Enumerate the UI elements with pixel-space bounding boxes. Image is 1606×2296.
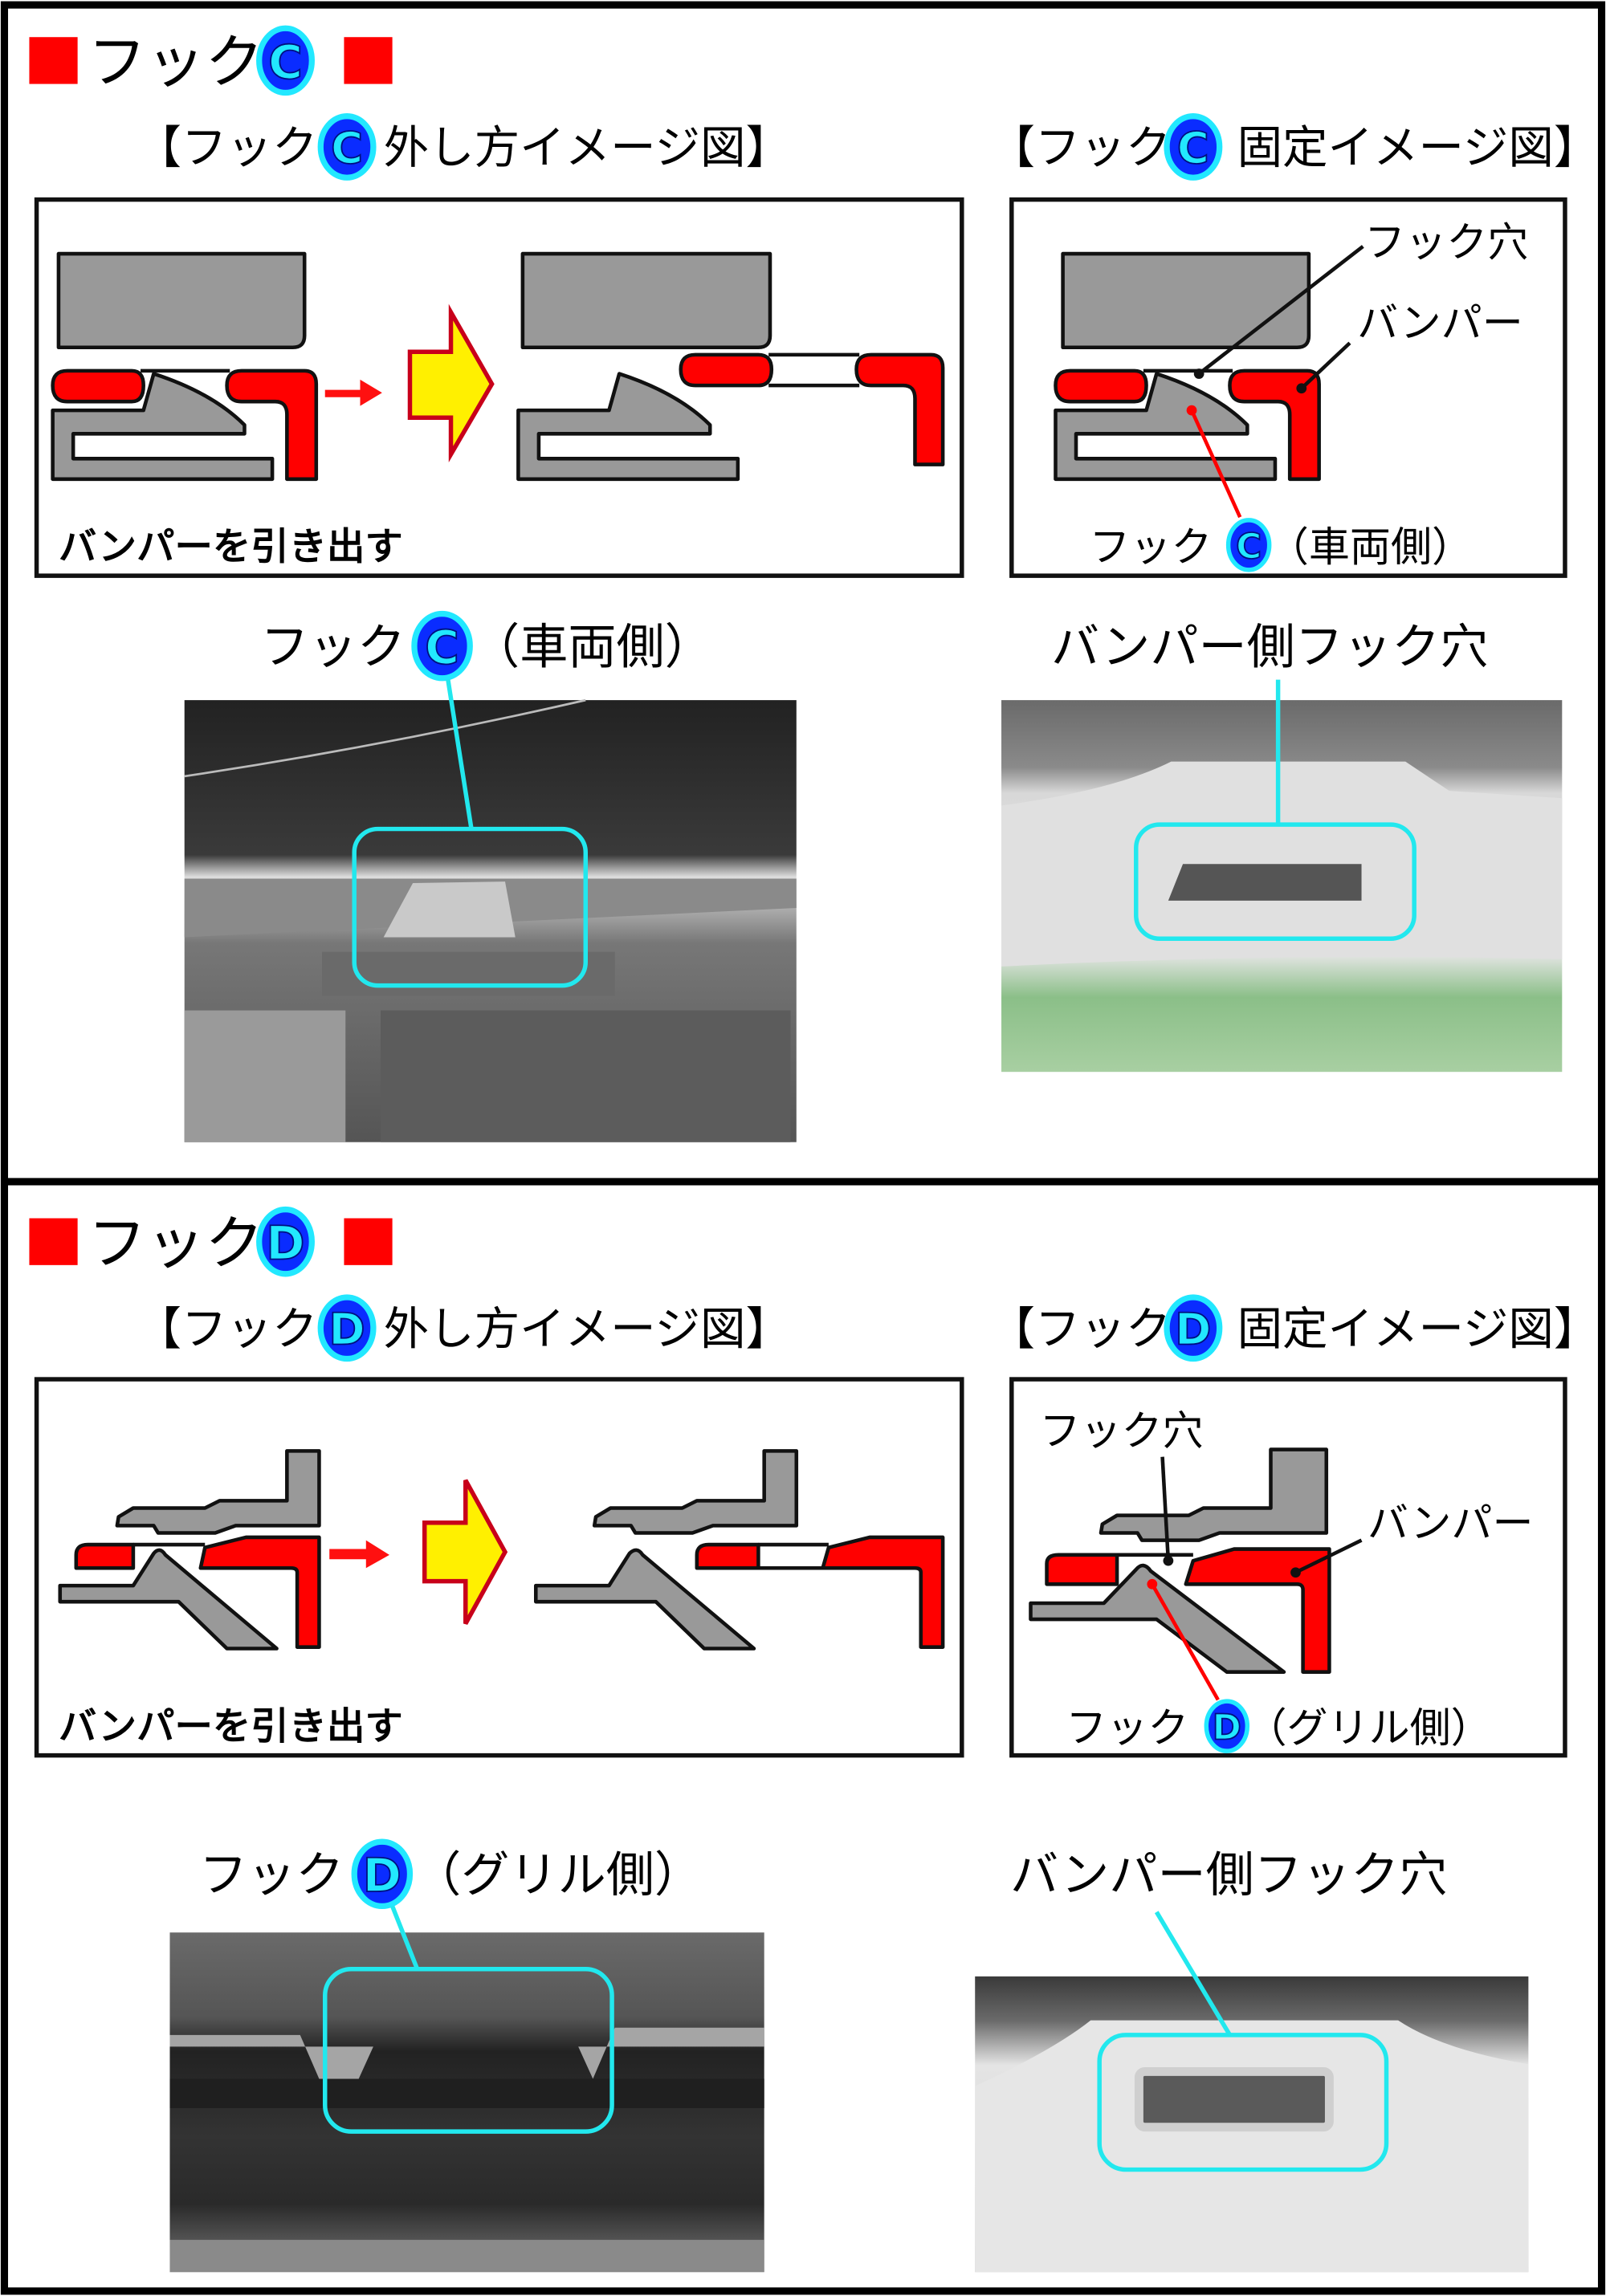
state-before: [51, 251, 319, 482]
label-hook-hole: フック穴: [1364, 220, 1528, 267]
section-title: フック: [88, 1210, 263, 1278]
callout-box: [1097, 2033, 1389, 2172]
removal-caption: バンパーを引き出す: [59, 1705, 403, 1749]
photo-left-caption: フック: [261, 620, 406, 676]
pull-direction-arrow-icon: [329, 1540, 389, 1569]
callout-line: [1154, 1911, 1232, 2037]
section-hook-d: フック D 【フック D 外し方イメージ図】 【フック D 固定イメージ図】: [29, 1206, 1600, 2273]
svg-text:C: C: [1236, 526, 1262, 567]
bumper-part: [51, 368, 145, 404]
vehicle-body-part: [56, 251, 307, 350]
svg-text:C: C: [331, 122, 363, 173]
section-heading: フック C: [29, 25, 393, 97]
state-after: [516, 251, 945, 482]
photo-left-caption-side: （車両側）: [471, 620, 713, 676]
badge-c-icon: C: [317, 113, 377, 181]
removal-title-prefix: 【フック: [137, 122, 318, 174]
removal-diagram: バンパーを引き出す: [34, 197, 964, 578]
callout-box: [323, 1967, 614, 2134]
leader-line: [1189, 409, 1242, 519]
badge-c-icon: C: [256, 25, 315, 96]
svg-text:D: D: [1175, 1303, 1211, 1354]
fixed-title-suffix: 固定イメージ図】: [1237, 122, 1600, 174]
label-hook-side: （グリル側）: [1246, 1705, 1492, 1753]
red-marker-icon: [29, 37, 78, 84]
svg-text:D: D: [1213, 1708, 1241, 1748]
fixed-title-prefix: 【フック: [989, 122, 1171, 174]
label-hook: フック: [1066, 1705, 1188, 1753]
callout-line: [446, 679, 474, 829]
photo-right-caption: バンパー側フック穴: [1051, 620, 1488, 676]
photo-bumper-hole-c: [1001, 700, 1563, 1073]
vehicle-body-part: [115, 1449, 321, 1535]
svg-text:D: D: [266, 1216, 304, 1271]
next-step-arrow-icon: [422, 1479, 508, 1625]
removal-caption: バンパーを引き出す: [59, 525, 403, 569]
badge-c-icon: C: [1225, 518, 1272, 572]
photo-left-caption-side: （グリル側）: [413, 1847, 703, 1903]
pull-direction-arrow-icon: [324, 379, 382, 406]
badge-d-icon: D: [351, 1838, 414, 1910]
fixed-title-prefix: 【フック: [989, 1303, 1171, 1355]
label-hook: フック: [1089, 524, 1212, 572]
fixed-diagram: フック穴 バンパー フック D （グリル側）: [1009, 1377, 1567, 1758]
leader-line: [1160, 1456, 1171, 1561]
fixed-diagram: フック穴 バンパー フック C （車両側）: [1009, 197, 1567, 578]
label-bumper: バンパー: [1357, 300, 1523, 348]
state-after: [533, 1449, 945, 1651]
photo-left-caption: フック: [199, 1847, 344, 1903]
hook-c: [51, 372, 275, 482]
red-marker-icon: [344, 1218, 393, 1265]
svg-text:C: C: [425, 621, 459, 675]
svg-text:C: C: [1177, 122, 1209, 173]
bumper-part: [74, 1542, 136, 1570]
next-step-arrow-icon: [407, 303, 495, 462]
photo-vehicle-hook-c: [184, 698, 797, 1142]
section-hook-c: フック C 【フック C 外し方イメージ図】 【フック C 固定イメージ図】: [29, 25, 1600, 1142]
badge-d-icon: D: [256, 1206, 315, 1277]
label-bumper: バンパー: [1368, 1500, 1534, 1548]
leader-line: [1150, 1583, 1220, 1701]
badge-d-icon: D: [317, 1294, 377, 1362]
label-hook-side: （車両側）: [1268, 524, 1473, 572]
svg-text:D: D: [328, 1303, 365, 1354]
red-marker-icon: [344, 37, 393, 84]
callout-box: [1134, 822, 1416, 942]
badge-d-icon: D: [1164, 1294, 1223, 1362]
red-marker-icon: [29, 1218, 78, 1265]
badge-d-icon: D: [1204, 1699, 1250, 1753]
photo-right-caption: バンパー側フック穴: [1010, 1847, 1447, 1903]
removal-title-prefix: 【フック: [137, 1303, 318, 1355]
badge-c-icon: C: [411, 610, 473, 682]
svg-text:D: D: [363, 1848, 402, 1903]
removal-title-suffix: 外し方イメージ図】: [384, 122, 791, 174]
bumper-part: [198, 1535, 321, 1649]
section-heading: フック D: [29, 1206, 393, 1278]
bumper-part: [225, 368, 319, 482]
removal-title-suffix: 外し方イメージ図】: [384, 1303, 791, 1355]
section-title: フック: [88, 29, 263, 97]
svg-text:C: C: [268, 35, 303, 89]
photo-grille-hook-d: [169, 1932, 764, 2273]
hook-d: [58, 1548, 279, 1651]
leader-line: [1197, 245, 1364, 376]
leader-line: [1294, 1538, 1363, 1574]
state-before: [58, 1449, 321, 1651]
photo-bumper-hole-d: [975, 1976, 1529, 2273]
leader-line: [1300, 341, 1351, 390]
badge-c-icon: C: [1164, 113, 1223, 181]
fixed-title-suffix: 固定イメージ図】: [1237, 1303, 1600, 1355]
label-hook-hole: フック穴: [1039, 1408, 1203, 1455]
removal-diagram: バンパーを引き出す: [34, 1377, 964, 1758]
callout-line: [390, 1905, 420, 1970]
